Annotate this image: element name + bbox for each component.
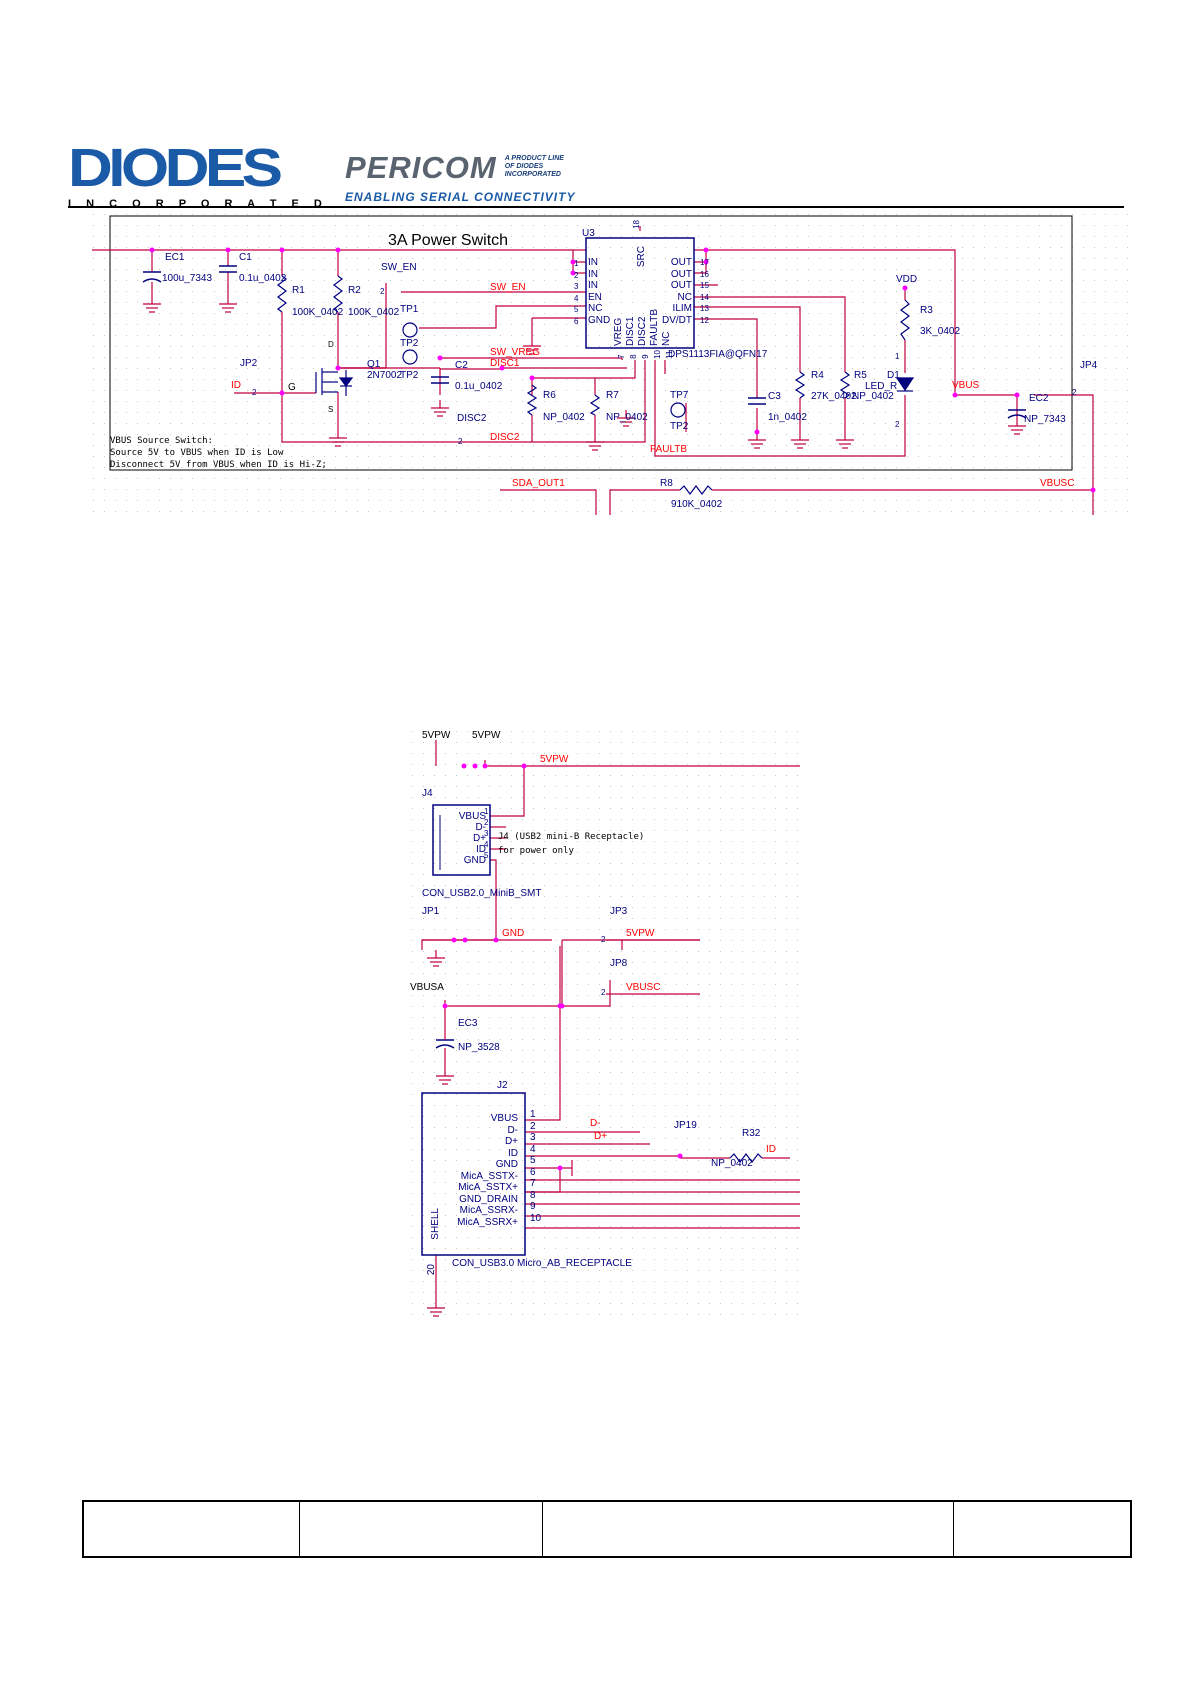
pericom-tagline: A PRODUCT LINE OF DIODES INCORPORATED [505, 155, 564, 179]
j2-connector-body [421, 1092, 526, 1256]
power-switch-title: 3A Power Switch [388, 232, 508, 249]
power-switch-frame [109, 215, 1073, 471]
footer-cell-2 [300, 1502, 543, 1556]
u3-ic-body [585, 237, 695, 349]
pericom-tag-1: A PRODUCT LINE [504, 155, 564, 162]
pericom-sub: ENABLING SERIAL CONNECTIVITY [345, 190, 576, 204]
pericom-logo-text: PERICOM [345, 150, 497, 185]
footer-title-block [82, 1500, 1132, 1558]
pericom-tag-3: INCORPORATED [504, 171, 561, 178]
footer-cell-3 [543, 1502, 954, 1556]
footer-cell-4 [954, 1502, 1130, 1556]
sch2-junctions [442, 763, 683, 1171]
pericom-tag-2: OF DIODES [504, 163, 544, 170]
sch1-wires [92, 226, 1094, 515]
footer-cell-1 [84, 1502, 300, 1556]
header-rule [68, 206, 1124, 208]
schematic-1-grid [92, 210, 1128, 515]
pericom-logo: PERICOM A PRODUCT LINE OF DIODES INCORPO… [345, 150, 605, 205]
j4-connector-body [432, 804, 491, 876]
resistor-symbols [277, 275, 910, 1163]
capacitor-symbols [142, 265, 1027, 1049]
schematic-2-grid [405, 728, 800, 1323]
mosfet-symbol [315, 368, 354, 396]
diodes-logo-text: DIODES [68, 138, 283, 198]
led-symbol [895, 377, 915, 392]
sch1-junctions [149, 247, 1096, 493]
sch2-wires [421, 740, 800, 1300]
testpoint-symbols [402, 322, 686, 418]
